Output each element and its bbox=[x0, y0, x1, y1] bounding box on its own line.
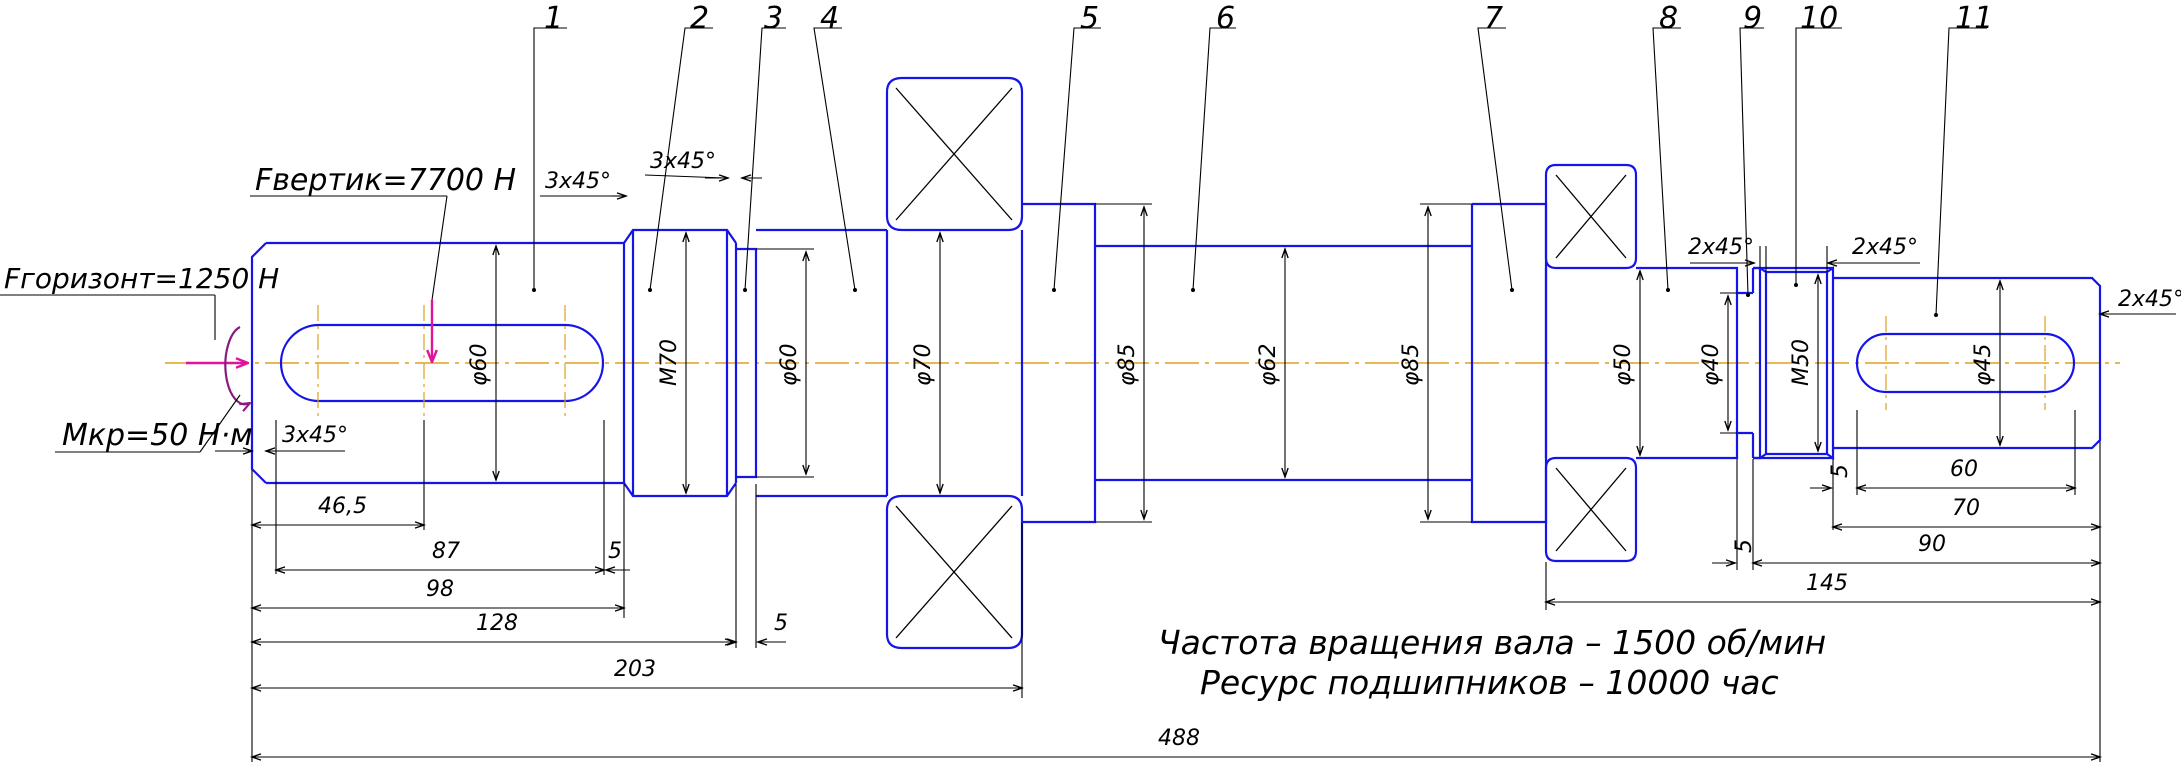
section-number-3: 3 bbox=[764, 1, 783, 36]
section-number-7: 7 bbox=[1484, 1, 1503, 36]
diameter-label-6: φ62 bbox=[1256, 343, 1281, 386]
diameter-label-4: φ70 bbox=[911, 343, 936, 386]
bearing-life-note: Ресурс подшипников – 10000 час bbox=[1200, 663, 1779, 702]
force-arrows bbox=[0, 195, 448, 453]
torque-label: Мкр=50 Н·м bbox=[62, 418, 253, 453]
diameter-label-9: φ40 bbox=[1699, 343, 1724, 386]
short-length-arrows bbox=[582, 488, 1831, 642]
section-number-11: 11 bbox=[1955, 1, 1993, 36]
length-label-488: 488 bbox=[1158, 726, 1200, 751]
section-number-6: 6 bbox=[1216, 1, 1235, 36]
chamfer-label-2: 3х45° bbox=[650, 149, 716, 174]
length-label-5-b: 5 bbox=[774, 611, 788, 636]
chamfer-labels: 3х45° 3х45° 3х45° 2х45° 2х45° 2х45° bbox=[282, 149, 2181, 448]
keyway-right bbox=[1855, 316, 2076, 410]
length-label-145: 145 bbox=[1806, 571, 1848, 596]
length-label-87: 87 bbox=[432, 539, 460, 564]
shaft-outline bbox=[250, 76, 2102, 650]
length-labels: 46,5 87 5 98 128 5 203 488 5 60 5 70 90 … bbox=[318, 457, 1980, 751]
diameter-labels: φ60 M70 φ60 φ70 φ85 φ62 φ85 φ50 φ40 M50 … bbox=[467, 339, 1996, 386]
chamfer-leaders bbox=[215, 175, 2176, 451]
bearing-crosses bbox=[895, 87, 1627, 639]
length-label-60: 60 bbox=[1950, 457, 1978, 482]
horizontal-force-label: Fгоризонт=1250 Н bbox=[4, 262, 279, 295]
length-label-128: 128 bbox=[476, 611, 518, 636]
chamfer-label-4: 2х45° bbox=[1688, 235, 1754, 260]
section-dots bbox=[532, 283, 1938, 317]
diameter-label-11: φ45 bbox=[1971, 343, 1996, 386]
length-label-5-d: 5 bbox=[1732, 539, 1757, 553]
section-number-1: 1 bbox=[544, 1, 563, 36]
diameter-label-10: M50 bbox=[1789, 339, 1814, 386]
keyway-left bbox=[279, 305, 605, 421]
diameter-label-5: φ85 bbox=[1115, 343, 1140, 386]
section-number-5: 5 bbox=[1080, 1, 1099, 36]
length-label-90: 90 bbox=[1918, 532, 1946, 557]
length-label-46-5: 46,5 bbox=[318, 494, 367, 519]
diameter-label-1: φ60 bbox=[467, 343, 492, 386]
diameter-label-3: φ60 bbox=[777, 343, 802, 386]
section-numbers: 1 2 3 4 5 6 7 8 9 10 11 bbox=[544, 1, 1993, 36]
length-label-5-c: 5 bbox=[1828, 464, 1853, 478]
diameter-label-8: φ50 bbox=[1611, 343, 1636, 386]
length-label-70: 70 bbox=[1952, 496, 1980, 521]
length-dimension-lines bbox=[252, 488, 2100, 757]
length-label-5-a: 5 bbox=[608, 539, 622, 564]
diameter-label-7: φ85 bbox=[1399, 343, 1424, 386]
chamfer-label-6: 2х45° bbox=[2118, 287, 2181, 312]
diameter-label-2: M70 bbox=[657, 339, 682, 386]
section-number-10: 10 bbox=[1800, 1, 1838, 36]
length-label-203: 203 bbox=[614, 657, 656, 682]
section-number-4: 4 bbox=[820, 1, 839, 36]
section-number-2: 2 bbox=[690, 1, 709, 36]
section-number-9: 9 bbox=[1743, 1, 1762, 36]
section-leaders bbox=[533, 27, 1987, 316]
load-labels: Fвертик=7700 Н Fгоризонт=1250 Н Мкр=50 Н… bbox=[4, 163, 516, 453]
rotation-speed-note: Частота вращения вала – 1500 об/мин bbox=[1158, 623, 1826, 662]
diameter-extensions bbox=[756, 203, 1737, 523]
chamfer-label-1: 3х45° bbox=[545, 169, 611, 194]
diameter-dimensions bbox=[496, 207, 2000, 519]
chamfer-label-3: 3х45° bbox=[282, 423, 348, 448]
chamfer-label-5: 2х45° bbox=[1852, 235, 1918, 260]
vertical-force-label: Fвертик=7700 Н bbox=[255, 163, 516, 198]
section-number-8: 8 bbox=[1659, 1, 1678, 36]
specification-notes: Частота вращения вала – 1500 об/мин Ресу… bbox=[1158, 623, 1826, 702]
length-label-98: 98 bbox=[426, 577, 454, 602]
